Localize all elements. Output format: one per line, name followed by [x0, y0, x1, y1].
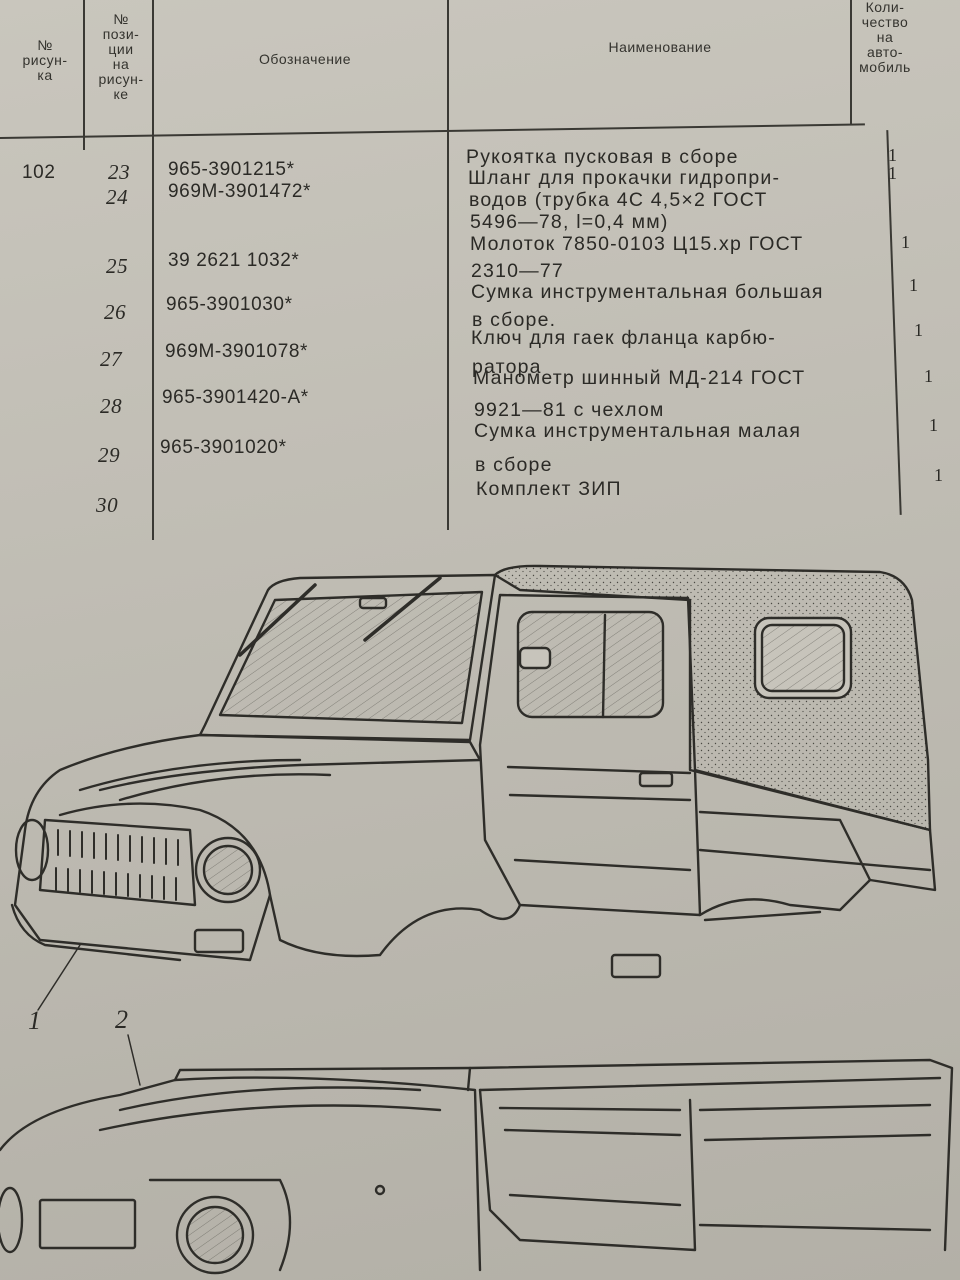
part-code: 969М-3901472* [168, 181, 312, 202]
wiper-right [363, 576, 442, 642]
part-code: 965-3901030* [166, 294, 293, 315]
part-name: Сумка инструментальная большая [471, 281, 824, 303]
door [478, 593, 702, 917]
headlight-left [14, 818, 50, 882]
headlight-right-lens [202, 844, 254, 896]
part-code: 965-3901020* [160, 437, 287, 458]
position-number: 23 [108, 160, 131, 184]
wheel-arch [268, 878, 872, 958]
header-name: Наименование [608, 39, 712, 55]
callout-leader [127, 1034, 141, 1086]
header-designation: Обозначение [258, 51, 352, 67]
open-body-hood [0, 1076, 482, 1272]
open-body-grille [38, 1198, 137, 1250]
windshield-glass [218, 590, 484, 725]
open-body-door [478, 1088, 697, 1252]
header-position-no: № пози- ции на рисун- ке [98, 11, 144, 102]
turn-signal [193, 928, 245, 954]
bumper [10, 903, 182, 962]
open-body-hood-ribs [98, 1086, 442, 1132]
figure-label-2: 2 [115, 1005, 128, 1034]
door-moulding [506, 765, 692, 872]
open-body-fender [148, 1178, 292, 1272]
part-quantity: 1 [929, 415, 939, 435]
hood [13, 733, 272, 962]
figure-label-1: 1 [28, 1006, 41, 1035]
part-quantity: 1 [924, 366, 934, 386]
part-code: 969М-3901078* [165, 341, 309, 362]
part-name: 5496—78, l=0,4 мм) [470, 211, 669, 233]
part-name: ратора [472, 356, 542, 378]
part-code: 39 2621 1032* [168, 250, 300, 271]
table-divider [447, 0, 449, 530]
rear-view-mirror [358, 596, 388, 610]
part-quantity: 1 [909, 275, 919, 295]
part-code: 965-3901215* [168, 159, 295, 180]
position-number: 30 [96, 493, 119, 517]
table-divider [850, 0, 852, 125]
part-name: Манометр шинный МД-214 ГОСТ [473, 367, 806, 389]
canopy-window-glass [760, 623, 846, 693]
side-mirror [518, 646, 552, 670]
open-body-left-light [0, 1186, 24, 1254]
door-window [516, 610, 665, 719]
step [610, 953, 662, 979]
grille [38, 818, 197, 907]
table-divider [152, 0, 154, 540]
open-body-headlight-lens [185, 1205, 245, 1265]
position-number: 27 [100, 347, 123, 371]
part-name: водов (трубка 4С 4,5×2 ГОСТ [469, 189, 768, 211]
position-number: 24 [106, 185, 129, 209]
part-name: Ключ для гаек фланца карбю- [471, 327, 776, 349]
part-quantity: 1 [888, 145, 898, 165]
hood-ribs [78, 758, 332, 802]
body-with-top [10, 564, 937, 1011]
part-name: Рукоятка пусковая в сборе [466, 146, 739, 168]
position-number: 29 [98, 443, 121, 467]
part-quantity: 1 [888, 163, 898, 183]
open-body-top-rail [173, 1058, 954, 1252]
part-quantity: 1 [934, 465, 944, 485]
figure-number: 102 [22, 162, 56, 183]
wiper-left [238, 583, 317, 657]
table-divider [83, 0, 85, 150]
position-number: 25 [106, 254, 129, 278]
part-name: Шланг для прокачки гидропри- [468, 167, 781, 189]
part-quantity: 1 [914, 320, 924, 340]
door-handle [638, 771, 674, 788]
part-quantity: 1 [901, 232, 911, 252]
cowl [98, 733, 482, 792]
header-figure-no: № рисун- ка [22, 37, 68, 83]
grille-slots [55, 829, 179, 901]
part-name: Сумка инструментальная малая [474, 420, 802, 442]
part-name: в сборе [475, 454, 553, 476]
headlight-right [194, 836, 262, 904]
body-moulding [698, 848, 932, 922]
rear-body [693, 768, 937, 892]
part-name: Молоток 7850-0103 Ц15.хр ГОСТ [470, 233, 804, 255]
callout-leader [37, 944, 81, 1011]
windshield-frame [198, 573, 497, 742]
open-body-fuel-cap [374, 1184, 386, 1196]
open-body-inner-rail [466, 1066, 942, 1092]
open-body-headlight [175, 1195, 255, 1275]
part-name: в сборе. [472, 309, 557, 331]
position-number: 26 [104, 300, 127, 324]
part-name: 9921—81 с чехлом [474, 399, 665, 421]
header-quantity: Коли- чество на авто- мобиль [859, 0, 911, 75]
open-body-door-moulding [498, 1106, 682, 1207]
door-window-divider [601, 613, 607, 719]
open-body-side-moulding [698, 1103, 932, 1232]
position-number: 28 [100, 394, 123, 418]
part-name: Комплект ЗИП [476, 478, 622, 500]
part-code: 965-3901420-А* [162, 387, 309, 408]
part-name: 2310—77 [471, 260, 564, 282]
body-open [0, 1034, 954, 1275]
